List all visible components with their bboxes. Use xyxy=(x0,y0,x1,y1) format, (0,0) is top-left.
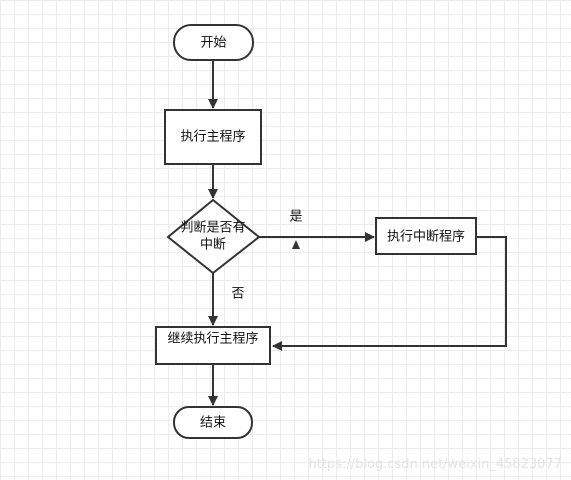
interrupt-program-label: 执行中断程序 xyxy=(387,230,465,245)
edge-interrupt-to-continue xyxy=(272,236,507,351)
main-program-label: 执行主程序 xyxy=(180,130,245,145)
end-node[interactable]: 结束 xyxy=(173,406,253,439)
decision-label-line2: 中断 xyxy=(200,238,226,253)
decision-label-line1: 判断是否有 xyxy=(180,221,245,236)
edge-label-no: 否 xyxy=(231,287,244,302)
watermark: https://blog.csdn.net/weixin_45823077 xyxy=(308,457,562,472)
continue-program-label: 继续执行主程序 xyxy=(167,332,258,347)
interrupt-decision-node[interactable]: 判断是否有 中断 xyxy=(166,198,261,275)
start-node[interactable]: 开始 xyxy=(173,24,254,61)
edge-label-yes: 是 xyxy=(289,210,302,225)
main-program-node[interactable]: 执行主程序 xyxy=(164,109,262,165)
start-node-label: 开始 xyxy=(200,36,226,51)
interrupt-program-node[interactable]: 执行中断程序 xyxy=(375,217,477,255)
small-arrowhead-icon xyxy=(292,240,300,249)
continue-program-node[interactable]: 继续执行主程序 xyxy=(155,326,271,365)
end-node-label: 结束 xyxy=(200,416,226,431)
